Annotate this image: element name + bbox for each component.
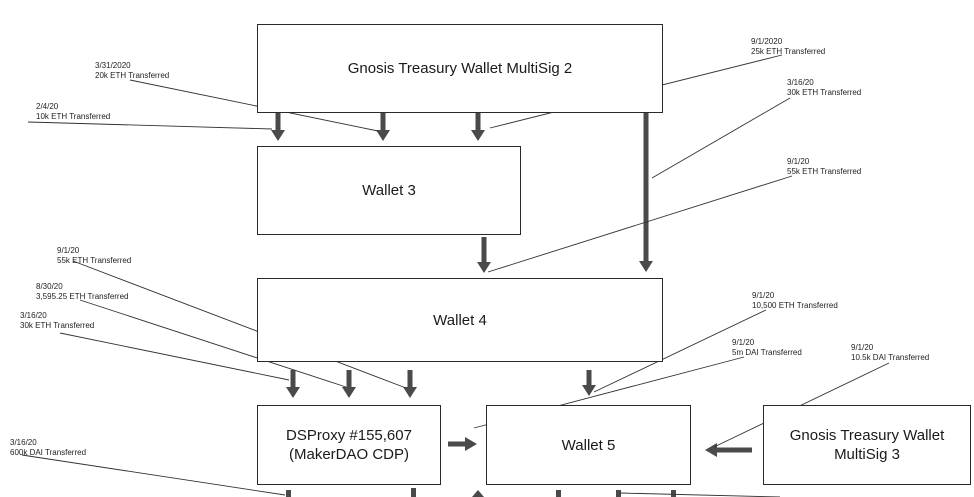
arrow-stub xyxy=(616,490,621,497)
transfer-annotation: 3/16/20 30k ETH Transferred xyxy=(787,78,861,98)
transfer-date: 3/16/20 xyxy=(20,311,47,320)
transfer-annotation: 8/30/20 3,595.25 ETH Transferred xyxy=(36,282,129,302)
leader-line xyxy=(72,260,407,389)
transfer-detail: 10,500 ETH Transferred xyxy=(752,301,838,310)
transfer-detail: 30k ETH Transferred xyxy=(787,88,862,97)
gnosis-multisig-3-label-line1: Gnosis Treasury Wallet xyxy=(789,427,945,444)
transfer-date: 3/16/20 xyxy=(787,78,814,87)
gnosis-multisig-3-node: Gnosis Treasury Wallet MultiSig 3 xyxy=(763,405,971,485)
transfer-detail: 55k ETH Transferred xyxy=(57,256,132,265)
transfer-date: 3/31/2020 xyxy=(95,61,131,70)
transfer-annotation: 9/1/20 5m DAI Transferred xyxy=(732,338,802,358)
gnosis-multisig-2-label: Gnosis Treasury Wallet MultiSig 2 xyxy=(347,60,573,77)
arrow-head xyxy=(471,130,485,141)
arrow-head xyxy=(639,261,653,272)
arrow-head xyxy=(342,387,356,398)
leader-line xyxy=(59,332,290,381)
transfer-date: 9/1/20 xyxy=(732,338,755,347)
transfer-detail: 600k DAI Transferred xyxy=(10,448,87,457)
arrow-head xyxy=(465,437,477,451)
transfer-annotation: 9/1/20 55k ETH Transferred xyxy=(57,246,131,266)
transfer-date: 9/1/20 xyxy=(752,291,775,300)
wallet-4-node: Wallet 4 xyxy=(257,278,663,362)
leader-line xyxy=(593,309,767,393)
arrow-head xyxy=(403,387,417,398)
arrow-head xyxy=(705,443,717,457)
arrow-head xyxy=(271,130,285,141)
dsproxy-label-line2: (MakerDAO CDP) xyxy=(288,446,409,463)
leader-line xyxy=(79,299,347,388)
gnosis-multisig-2-node: Gnosis Treasury Wallet MultiSig 2 xyxy=(257,24,663,113)
arrow-stub xyxy=(671,490,676,497)
transfer-annotation: 3/31/2020 20k ETH Transferred xyxy=(95,61,169,81)
transfer-detail: 10.5k DAI Transferred xyxy=(851,353,930,362)
transfer-detail: 30k ETH Transferred xyxy=(20,321,95,330)
arrow-head xyxy=(472,490,484,497)
leader-line xyxy=(21,454,286,496)
transfer-detail: 3,595.25 ETH Transferred xyxy=(36,292,129,301)
transfer-annotation: 2/4/20 10k ETH Transferred xyxy=(36,102,110,122)
transfer-annotation: 3/16/20 30k ETH Transferred xyxy=(20,311,94,331)
transfer-annotation: 9/1/20 10.5k DAI Transferred xyxy=(851,343,929,363)
transfer-date: 9/1/2020 xyxy=(751,37,783,46)
gnosis-multisig-3-label-line2: MultiSig 3 xyxy=(834,446,900,463)
arrow-head xyxy=(376,130,390,141)
transfer-date: 2/4/20 xyxy=(36,102,59,111)
dsproxy-node: DSProxy #155,607 (MakerDAO CDP) xyxy=(257,405,441,485)
transfer-date: 8/30/20 xyxy=(36,282,63,291)
arrow-head xyxy=(286,387,300,398)
wallet-4-label: Wallet 4 xyxy=(433,311,487,329)
transfer-detail: 55k ETH Transferred xyxy=(787,167,862,176)
leader-line xyxy=(487,175,793,273)
transfer-detail: 10k ETH Transferred xyxy=(36,112,111,121)
wallet-3-node: Wallet 3 xyxy=(257,146,521,235)
transfer-date: 9/1/20 xyxy=(787,157,810,166)
wallet-3-label: Wallet 3 xyxy=(362,182,416,199)
arrow-stub xyxy=(411,488,416,497)
transfer-detail: 25k ETH Transferred xyxy=(751,47,826,56)
arrow-stub xyxy=(286,490,291,497)
leader-line xyxy=(651,97,791,179)
arrow-head xyxy=(477,262,491,273)
transfer-annotation: 9/1/20 55k ETH Transferred xyxy=(787,157,861,177)
transfer-detail: 5m DAI Transferred xyxy=(732,348,802,357)
transfer-annotation: 3/16/20 600k DAI Transferred xyxy=(10,438,86,458)
arrow-stub xyxy=(556,490,561,497)
transfer-annotation: 9/1/2020 25k ETH Transferred xyxy=(751,37,825,57)
transfer-date: 3/16/20 xyxy=(10,438,37,447)
leader-line xyxy=(619,492,781,497)
leader-line xyxy=(129,79,379,132)
arrow-head xyxy=(582,385,596,396)
dsproxy-label-line1: DSProxy #155,607 xyxy=(286,427,412,444)
wallet-5-node: Wallet 5 xyxy=(486,405,691,485)
transfer-date: 9/1/20 xyxy=(57,246,80,255)
transfer-date: 9/1/20 xyxy=(851,343,874,352)
leader-line xyxy=(27,121,273,130)
wallet-5-label: Wallet 5 xyxy=(561,436,616,454)
transfer-annotation: 9/1/20 10,500 ETH Transferred xyxy=(752,291,838,311)
transfer-detail: 20k ETH Transferred xyxy=(95,71,170,80)
